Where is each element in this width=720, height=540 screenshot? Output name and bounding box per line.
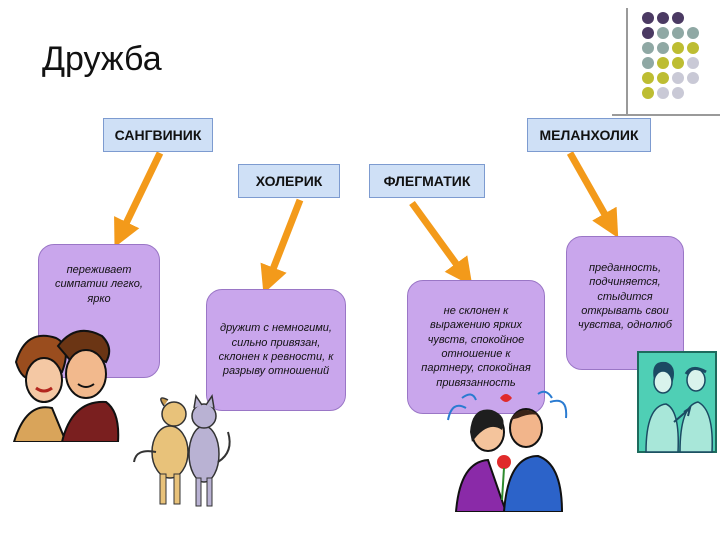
desc-sanguine: переживает симпатии легко, ярко	[45, 263, 153, 306]
type-choleric: ХОЛЕРИК	[238, 164, 340, 198]
arrow-phlegmatic	[412, 203, 465, 276]
romantic-couple-clipart	[442, 390, 574, 512]
couple-clipart	[6, 322, 124, 442]
arrow-sanguine	[120, 153, 160, 236]
arrow-melancholic	[570, 153, 612, 227]
type-phlegmatic: ФЛЕГМАТИК	[369, 164, 485, 198]
dog-cat-clipart	[130, 392, 240, 510]
desc-phlegmatic: не склонен к выражению ярких чувств, спо…	[414, 304, 538, 390]
arrow-choleric	[268, 200, 300, 282]
gossip-clipart	[636, 350, 718, 454]
type-sanguine: САНГВИНИК	[103, 118, 213, 152]
desc-choleric: дружит с немногими, сильно привязан, скл…	[213, 321, 339, 378]
type-melancholic: МЕЛАНХОЛИК	[527, 118, 651, 152]
desc-melancholic: преданность, подчиняется, стыдится откры…	[573, 261, 677, 332]
